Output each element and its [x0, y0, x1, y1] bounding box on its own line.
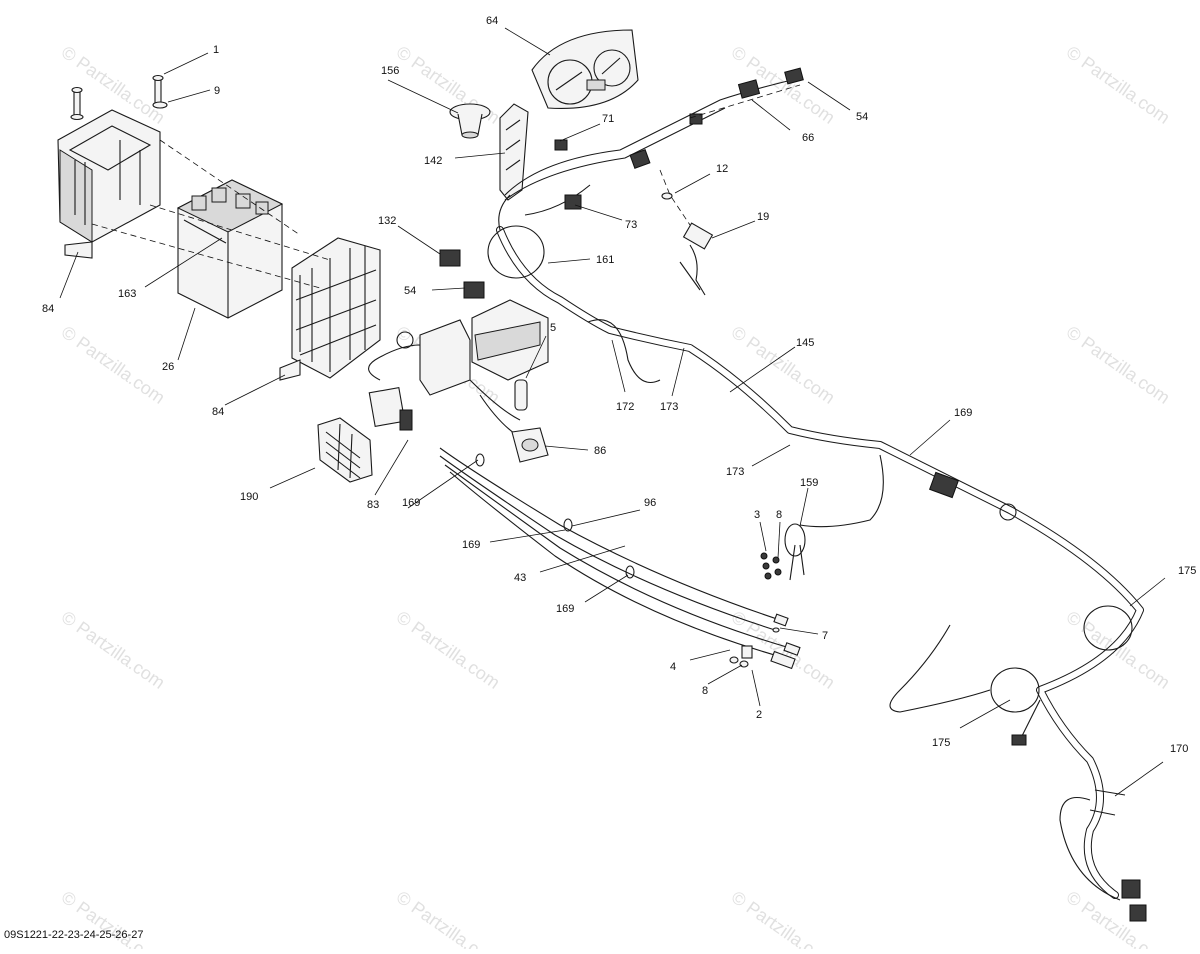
callout-label: 170: [1170, 743, 1188, 755]
callout-label: 190: [240, 491, 258, 503]
callout-label: 7: [822, 630, 828, 642]
callout-label: 159: [800, 477, 818, 489]
callout-label: 66: [802, 132, 814, 144]
hardware-drawing: [729, 627, 796, 670]
fuse-box-drawing: [368, 299, 549, 446]
callout-label: 142: [424, 155, 442, 167]
watermark: © Partzilla.com: [728, 887, 839, 949]
watermark: © Partzilla.com: [393, 607, 504, 693]
watermark: © Partzilla.com: [1063, 42, 1174, 128]
battery-retainer-drawing: [279, 237, 381, 381]
callout-label: 173: [660, 401, 678, 413]
main-harness-drawing: [496, 226, 1144, 901]
watermark-layer: © Partzilla.com © Partzilla.com © Partzi…: [58, 42, 1174, 954]
watermark: © Partzilla.com: [1063, 607, 1174, 693]
callout-label: 163: [118, 288, 136, 300]
callout-label: 84: [212, 406, 224, 418]
callout-label: 71: [602, 113, 614, 125]
callout-label: 64: [486, 15, 498, 27]
callout-label: 19: [757, 211, 769, 223]
cap-drawing: [449, 103, 491, 139]
watermark: © Partzilla.com: [58, 322, 169, 408]
battery-box-drawing: [57, 86, 161, 259]
callout-label: 169: [954, 407, 972, 419]
callout-label: 169: [402, 497, 420, 509]
callout-label: 169: [556, 603, 574, 615]
callout-label: 73: [625, 219, 637, 231]
gauge-cluster-drawing: [531, 29, 639, 109]
diagram-code: 09S1221-22-23-24-25-26-27: [4, 929, 144, 941]
regulator-drawing: [317, 417, 373, 483]
callout-label: 9: [214, 85, 220, 97]
battery-cables-drawing: [439, 447, 801, 659]
leader-lines: [59, 27, 1166, 797]
callout-label: 172: [616, 401, 634, 413]
callout-label: 54: [856, 111, 868, 123]
callout-label: 54: [404, 285, 416, 297]
relay-drawing: [511, 427, 549, 463]
callout-label: 26: [162, 361, 174, 373]
callout-label: 145: [796, 337, 814, 349]
ground-connectors-drawing: [760, 523, 806, 581]
assembly-lines: [91, 84, 801, 289]
callout-label: 1: [213, 44, 219, 56]
key-drawing: [661, 192, 714, 296]
bracket-drawing: [499, 103, 529, 201]
callout-label: 4: [670, 661, 676, 673]
watermark: © Partzilla.com: [393, 887, 504, 949]
callout-label: 173: [726, 466, 744, 478]
callout-label: 5: [550, 322, 556, 334]
battery-drawing: [176, 179, 284, 319]
callout-label: 43: [514, 572, 526, 584]
callout-label: 132: [378, 215, 396, 227]
upper-harness-drawing: [439, 67, 804, 299]
bolt-washer-drawing: [70, 74, 168, 121]
callout-label: 84: [42, 303, 54, 315]
callout-label: 12: [716, 163, 728, 175]
callout-label: 3: [754, 509, 760, 521]
callout-label: 175: [932, 737, 950, 749]
watermark: © Partzilla.com: [58, 607, 169, 693]
callout-label: 2: [756, 709, 762, 721]
callout-label: 96: [644, 497, 656, 509]
callout-labels: 1 9 84 163 26 84 156 64 142 71 73 12 19 …: [42, 15, 1196, 755]
callout-label: 83: [367, 499, 379, 511]
callout-label: 169: [462, 539, 480, 551]
callout-label: 175: [1178, 565, 1196, 577]
callout-label: 86: [594, 445, 606, 457]
callout-label: 8: [776, 509, 782, 521]
callout-label: 8: [702, 685, 708, 697]
callout-label: 161: [596, 254, 614, 266]
lower-harness-connectors-drawing: [929, 471, 1147, 922]
watermark: © Partzilla.com: [1063, 322, 1174, 408]
callout-label: 156: [381, 65, 399, 77]
watermark: © Partzilla.com: [728, 322, 839, 408]
